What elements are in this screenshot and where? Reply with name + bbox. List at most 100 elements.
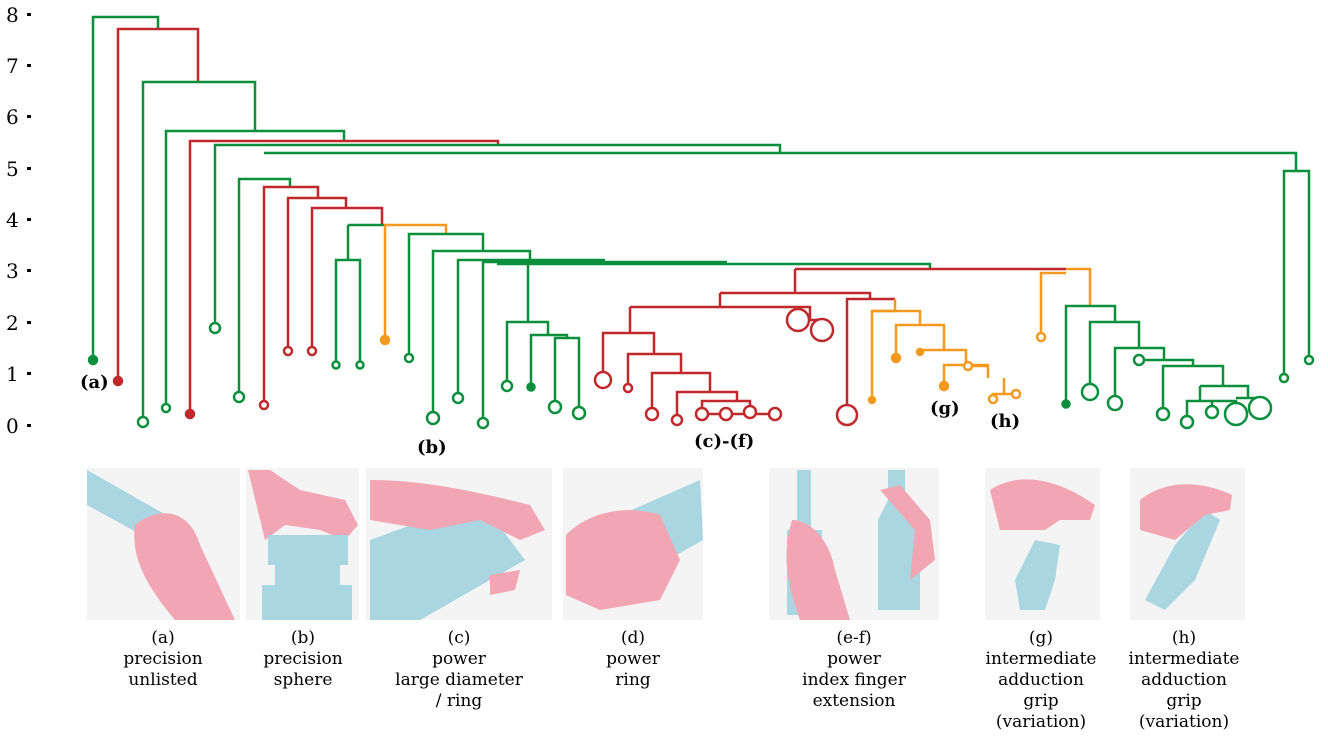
y-tick-mark-2: [27, 321, 31, 324]
y-tick-mark-0: [27, 424, 31, 427]
leaf-node: [938, 380, 950, 392]
leaf-node: [160, 402, 172, 414]
branch: [601, 331, 656, 380]
caption-c-line: / ring: [436, 691, 483, 711]
branch: [1039, 271, 1066, 337]
caption-ef-line: extension: [813, 691, 896, 711]
branch: [650, 371, 712, 414]
y-tick-mark-4: [27, 218, 31, 221]
leaf-node: [571, 405, 587, 421]
grasp-illustration-ef: [769, 468, 939, 620]
leaf-node: [425, 410, 441, 426]
caption-h-line: (variation): [1139, 712, 1229, 732]
branch: [1064, 304, 1117, 404]
branch: [497, 262, 932, 269]
grasp-illustration-c: [366, 468, 552, 620]
leaf-node: [258, 399, 270, 411]
branch: [1200, 384, 1250, 398]
y-axis-tick-labels: 0 1 2 3 4 5 6 7 8: [6, 3, 19, 438]
y-tick-mark-7: [27, 64, 31, 67]
leaf-node: [136, 415, 150, 429]
leaf-node: [526, 382, 536, 392]
branch: [1066, 267, 1092, 306]
callout-g: (g): [930, 398, 960, 419]
caption-g-line: (g): [1029, 628, 1053, 648]
caption-g-line: intermediate: [986, 649, 1097, 669]
caption-g-line: (variation): [996, 712, 1086, 732]
caption-b-line: (b): [291, 628, 315, 648]
y-tick-label-0: 0: [6, 414, 19, 438]
y-tick-label-8: 8: [6, 3, 19, 27]
branch: [675, 390, 739, 420]
branch: [1113, 346, 1166, 403]
caption-ef-line: (e-f): [836, 628, 871, 648]
caption-b-line: sphere: [274, 670, 333, 690]
branch: [1088, 320, 1141, 392]
y-axis-tick-marks: [27, 13, 31, 427]
caption-d-line: (d): [621, 628, 645, 648]
y-tick-mark-3: [27, 269, 31, 272]
grasp-illustration-g: [985, 468, 1100, 620]
leaf-node: [379, 334, 391, 346]
callout-b: (b): [417, 437, 447, 458]
branch: [1282, 169, 1311, 378]
caption-a-line: precision: [123, 649, 202, 669]
leaf-node: [282, 345, 294, 357]
y-tick-label-6: 6: [6, 105, 19, 129]
leaf-node: [767, 406, 783, 422]
leaf-node: [1080, 382, 1100, 402]
grasp-illustration-h: [1130, 468, 1245, 620]
callout-h: (h): [990, 411, 1020, 432]
leaf-node: [742, 404, 758, 420]
leaf-node: [1247, 395, 1273, 421]
grasp-illustrations: [87, 468, 1245, 620]
caption-c-line: large diameter: [395, 670, 524, 690]
branch: [407, 232, 485, 358]
leaf-node: [306, 345, 318, 357]
caption-ef-line: index finger: [802, 670, 907, 690]
leaf-node: [208, 321, 222, 335]
grasp-captions: (a) precision unlisted (b) precision sph…: [123, 628, 1239, 732]
branch: [845, 297, 895, 415]
leaf-node: [1010, 388, 1022, 400]
caption-h-line: (h): [1172, 628, 1196, 648]
caption-c-line: (c): [448, 628, 471, 648]
branch: [894, 323, 946, 358]
leaf-node: [835, 403, 859, 427]
branch: [164, 129, 346, 408]
leaf-node: [184, 408, 196, 420]
grasp-illustration-a: [87, 468, 240, 620]
callout-labels: (a) (b) (c)-(f) (g) (h): [80, 372, 1020, 458]
caption-d-line: ring: [615, 670, 651, 690]
caption-h-line: grip: [1166, 691, 1201, 711]
caption-b-line: precision: [263, 649, 342, 669]
caption-g-line: adduction: [998, 670, 1084, 690]
leaf-node: [1223, 401, 1249, 427]
branch: [213, 143, 782, 328]
caption-a-line: (a): [151, 628, 174, 648]
branch: [262, 185, 320, 405]
callout-a: (a): [80, 372, 109, 393]
y-tick-mark-6: [27, 115, 31, 118]
leaf-node: [1061, 399, 1071, 409]
y-tick-label-3: 3: [6, 259, 19, 283]
y-tick-mark-5: [27, 167, 31, 170]
dendrogram-branches: [91, 15, 1311, 423]
leaf-node: [867, 395, 877, 405]
branch: [720, 291, 872, 299]
leaf-node: [87, 354, 99, 366]
y-tick-mark-8: [27, 13, 31, 16]
leaf-node: [1155, 406, 1171, 422]
leaf-node: [915, 347, 925, 357]
branch: [553, 336, 581, 413]
leaf-node: [1303, 354, 1315, 366]
caption-ef-line: power: [827, 649, 882, 669]
branch: [431, 249, 532, 418]
leaf-node: [476, 416, 490, 430]
branch: [334, 258, 362, 365]
y-tick-label-1: 1: [6, 362, 19, 386]
leaf-node: [809, 317, 835, 343]
y-tick-label-7: 7: [6, 54, 19, 78]
y-tick-label-4: 4: [6, 208, 19, 232]
leaf-node: [451, 391, 465, 405]
